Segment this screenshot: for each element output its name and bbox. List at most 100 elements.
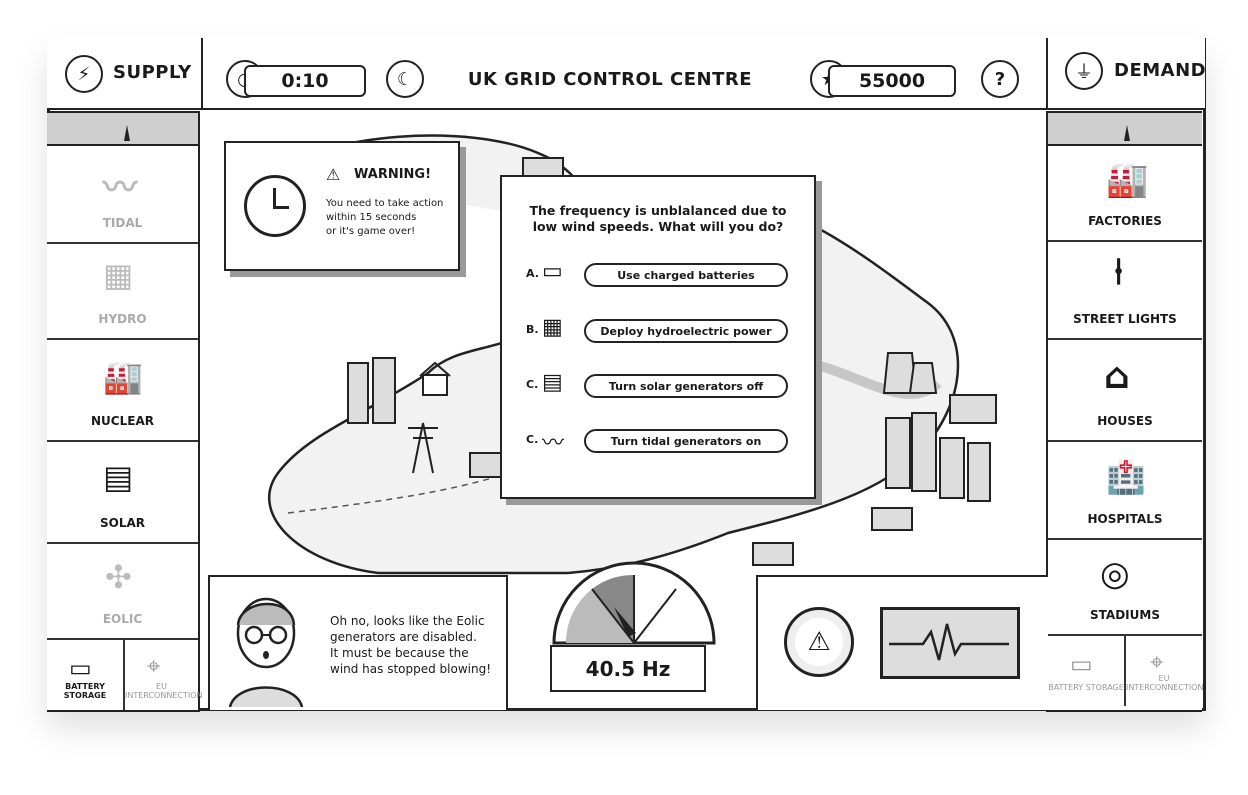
supply-meter-needle	[124, 125, 130, 141]
question-line: The frequency is unblalanced due to	[529, 203, 787, 218]
demand-item-factories[interactable]: 🏭 FACTORIES	[1048, 146, 1202, 242]
page-title: UK GRID CONTROL CENTRE	[467, 69, 753, 90]
dam-icon: ▦	[542, 315, 563, 340]
alarm-warning-icon: ⚠	[784, 607, 854, 677]
supply-item-hydro[interactable]: ▦ HYDRO	[47, 244, 198, 340]
warning-message: You need to take action within 15 second…	[326, 197, 443, 239]
advisor-panel: Oh no, looks like the Eolic generators a…	[208, 575, 508, 710]
alarm-panel: ⚠	[756, 575, 1048, 710]
demand-item-label: STREET LIGHTS	[1073, 312, 1177, 326]
demand-item-label: STADIUMS	[1090, 608, 1160, 622]
supply-item-label: EOLIC	[102, 612, 143, 626]
solar-panel-icon: ▤	[103, 458, 134, 496]
power-line-route	[287, 472, 509, 514]
supply-battery-storage[interactable]: ▭ BATTERY STORAGE	[47, 640, 125, 710]
help-button[interactable]: ?	[981, 60, 1019, 98]
warning-line: within 15 seconds	[326, 212, 417, 223]
stadium-icon: ◎	[1100, 554, 1130, 594]
demand-battery-storage[interactable]: ▭ BATTERY STORAGE	[1048, 636, 1126, 706]
demand-item-hospitals[interactable]: 🏥 HOSPITALS	[1048, 442, 1202, 540]
option-c[interactable]: C. ▤ Turn solar generators off	[526, 370, 788, 400]
frequency-display: 40.5 Hz	[550, 645, 706, 692]
advisor-line: wind has stopped blowing!	[330, 662, 492, 676]
house-left	[419, 361, 451, 396]
supply-meter	[47, 113, 198, 146]
timer-display: 0:10	[244, 65, 366, 97]
demand-meter	[1048, 113, 1202, 146]
wave-icon: 〰	[103, 168, 137, 208]
supply-item-label: HYDRO	[98, 312, 147, 326]
gauge-needle	[614, 607, 636, 637]
battery-icon: ▭	[1070, 650, 1093, 678]
advisor-line: It must be because the	[330, 646, 469, 660]
game-frame: ⚡ SUPPLY ◷ 0:10 ☾ UK GRID CONTROL CENTRE…	[47, 38, 1207, 712]
hospital-icon: 🏥	[1106, 458, 1146, 496]
demand-item-stadiums[interactable]: ◎ STADIUMS	[1048, 540, 1202, 636]
option-d[interactable]: C. 〰 Turn tidal generators on	[526, 425, 788, 456]
day-night-icon[interactable]: ☾	[386, 60, 424, 98]
demand-item-label: HOUSES	[1097, 414, 1153, 428]
battery-icon: ▭	[69, 654, 92, 682]
supply-item-solar[interactable]: ▤ SOLAR	[47, 442, 198, 544]
street-light-icon: ⍿	[1114, 252, 1124, 293]
supply-item-label: SOLAR	[99, 516, 146, 530]
option-button[interactable]: Turn tidal generators on	[584, 429, 788, 453]
supply-item-label: TIDAL	[102, 216, 143, 230]
wave-icon: 〰	[542, 431, 565, 456]
factory-icon: 🏭	[1106, 160, 1149, 200]
demand-item-houses[interactable]: ⌂ HOUSES	[1048, 340, 1202, 442]
frequency-gauge	[552, 561, 716, 645]
houses-bottom	[752, 507, 913, 566]
supply-item-eolic[interactable]: ✣ EOLIC	[47, 544, 198, 640]
lightning-icon: ⚡	[65, 55, 103, 93]
demand-item-label: HOSPITALS	[1087, 512, 1163, 526]
power-station-right	[882, 352, 938, 394]
dam-icon: ▦	[103, 256, 134, 294]
option-letter: B.	[526, 323, 539, 336]
eu-label: EU INTERCONNECTION	[125, 682, 203, 700]
option-b[interactable]: B. ▦ Deploy hydroelectric power	[526, 315, 788, 345]
solar-panel-icon: ▤	[542, 370, 563, 395]
battery-label: BATTERY STORAGE	[63, 682, 107, 700]
supply-item-nuclear[interactable]: 🏭 NUCLEAR	[47, 340, 198, 442]
eu-label: EU INTERCONNECTION	[1126, 674, 1204, 692]
question-text: The frequency is unblalanced due to low …	[502, 203, 814, 235]
demand-item-label: FACTORIES	[1088, 214, 1162, 228]
heartbeat-monitor	[880, 607, 1020, 679]
demand-meter-needle	[1124, 125, 1130, 141]
option-button[interactable]: Deploy hydroelectric power	[584, 319, 788, 343]
supply-sidebar: 〰 TIDAL ▦ HYDRO 🏭 NUCLEAR ▤ SOLAR ✣ EOLI…	[47, 111, 203, 712]
heartbeat-line-icon	[889, 623, 1009, 661]
tower-blocks-left	[347, 357, 396, 424]
option-a[interactable]: A. ▭ Use charged batteries	[526, 259, 788, 289]
demand-header: ⏚ DEMAND	[1046, 38, 1207, 110]
demand-eu-interconnection[interactable]: ⌖ EU INTERCONNECTION	[1126, 636, 1204, 706]
nuclear-plant-icon: 🏭	[103, 358, 143, 396]
demand-title: DEMAND	[1114, 60, 1207, 81]
warning-triangle-icon: ⚠	[326, 165, 341, 184]
option-letter: A.	[526, 267, 539, 280]
supply-header: ⚡ SUPPLY	[47, 38, 203, 110]
pylon-left	[408, 422, 438, 474]
supply-item-tidal[interactable]: 〰 TIDAL	[47, 146, 198, 244]
supply-item-label: NUCLEAR	[91, 414, 154, 428]
eu-pylon-icon: ⌖	[1150, 648, 1164, 676]
eu-pylon-icon: ⌖	[147, 652, 161, 680]
question-panel: The frequency is unblalanced due to low …	[500, 175, 816, 499]
option-button[interactable]: Use charged batteries	[584, 263, 788, 287]
score-display: 55000	[828, 65, 956, 97]
tower-blocks-right	[885, 412, 991, 502]
factory-right	[949, 394, 997, 424]
option-letter: C.	[526, 433, 539, 446]
wind-turbine-icon: ✣	[105, 558, 132, 596]
supply-eu-interconnection[interactable]: ⌖ EU INTERCONNECTION	[125, 640, 203, 710]
advisor-line: generators are disabled.	[330, 630, 477, 644]
warning-line: You need to take action	[326, 198, 444, 209]
battery-label: BATTERY STORAGE	[1048, 683, 1124, 692]
demand-item-street-lights[interactable]: ⍿ STREET LIGHTS	[1048, 242, 1202, 340]
house-icon: ⌂	[1104, 356, 1130, 397]
advisor-avatar	[228, 597, 304, 707]
advisor-line: Oh no, looks like the Eolic	[330, 614, 485, 628]
advisor-speech: Oh no, looks like the Eolic generators a…	[330, 613, 491, 677]
option-button[interactable]: Turn solar generators off	[584, 374, 788, 398]
